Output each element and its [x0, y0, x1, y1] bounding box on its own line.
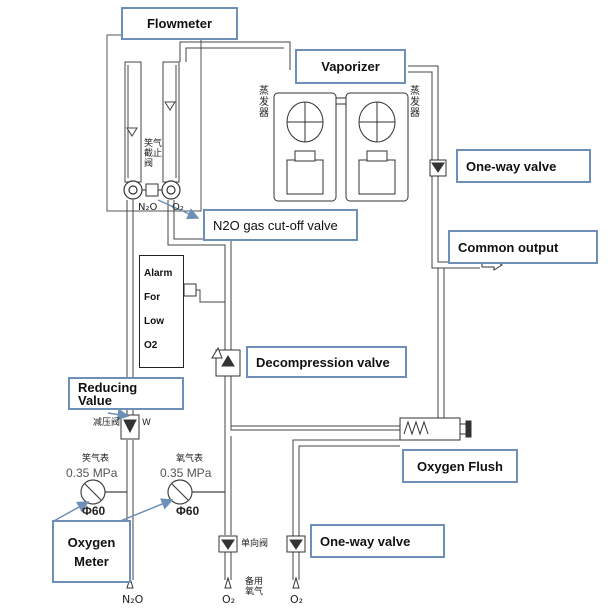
check-valve-backup-symbol: [218, 535, 238, 553]
cn-vap-l-1: 蒸: [259, 86, 269, 97]
callout-one-way-valve-top: One-way valve: [456, 149, 591, 183]
n2o-cutoff-valve-body: [145, 183, 159, 197]
alarm-line-3: Low: [144, 316, 164, 327]
diameter-right: Φ60: [176, 504, 200, 518]
cn-backup-2: 氧气: [245, 586, 264, 597]
inlet-o2-label: O₂: [290, 593, 304, 606]
oxygen-meter-line2: Meter: [74, 553, 109, 569]
reducing-valve-symbol: [120, 414, 140, 440]
callout-one-way-valve-bottom: One-way valve: [310, 524, 445, 558]
cn-vaporizer-right: 蒸 发 器: [410, 86, 420, 119]
callout-decompression-valve: Decompression valve: [246, 346, 407, 378]
cn-cutoff-3: 阀: [144, 158, 154, 169]
one-way-valve-top-symbol: [429, 159, 447, 177]
inlet-n2o-label: N₂O: [122, 593, 144, 606]
cn-backup-1: 备用: [245, 577, 264, 587]
o2-flow-tube: [162, 61, 180, 183]
callout-n2o-cutoff-valve: N2O gas cut-off valve: [203, 209, 358, 241]
n2o-flow-knob: [123, 180, 143, 200]
cn-cutoff-1: 笑气: [144, 139, 163, 149]
o2-flow-knob: [161, 180, 181, 200]
cn-vap-r-3: 器: [410, 108, 420, 119]
callout-reducing-valve: Reducing Value: [68, 377, 184, 410]
o2-pressure-gauge: [167, 479, 225, 505]
cn-check-valve: 单向阀: [241, 539, 269, 549]
vaporizer-right: [345, 92, 409, 202]
cn-vaporizer-left: 蒸 发 器: [259, 86, 269, 119]
cn-backup-o2: 备用 氧气: [245, 577, 264, 598]
check-valve-o2-symbol: [286, 535, 306, 553]
alarm-line-1: Alarm: [144, 268, 173, 279]
cn-reducing-valve: 减压阀: [93, 418, 121, 428]
pressure-right: 0.35 MPa: [160, 466, 212, 480]
n2o-flow-tube: [124, 61, 142, 183]
cn-vap-r-2: 发: [410, 97, 420, 108]
callout-oxygen-flush: Oxygen Flush: [402, 449, 518, 483]
cn-vap-l-2: 发: [259, 97, 269, 108]
w-mark: W: [142, 418, 151, 428]
oxygen-meter-line1: Oxygen: [67, 534, 116, 550]
callout-oxygen-meter: Oxygen Meter: [52, 520, 131, 583]
pressure-left: 0.35 MPa: [66, 466, 118, 480]
decompression-valve-symbol: [211, 346, 241, 377]
oxygen-flush-symbol: [399, 417, 472, 441]
n2o-pressure-gauge: [80, 479, 127, 505]
alarm-line-4: O2: [144, 340, 158, 351]
alarm-sensor: [183, 283, 197, 297]
cn-vap-l-3: 器: [259, 108, 269, 119]
cn-n2o-gauge: 笑气表: [82, 454, 110, 464]
cn-o2-gauge: 氧气表: [176, 454, 204, 464]
cn-n2o-cutoff-valve: 笑气 截止 阀: [144, 139, 163, 170]
inlet-arrows: [126, 576, 300, 589]
callout-common-output: Common output: [448, 230, 598, 264]
callout-vaporizer: Vaporizer: [295, 49, 406, 84]
alarm-low-o2-box: Alarm For Low O2: [139, 255, 184, 368]
inlet-o2-backup-label: O₂: [222, 593, 236, 606]
callout-arrows: [51, 199, 200, 523]
callout-flowmeter: Flowmeter: [121, 7, 238, 40]
vaporizer-left: [273, 92, 337, 202]
cn-vap-r-1: 蒸: [410, 86, 420, 97]
diameter-left: Φ60: [82, 504, 106, 518]
cn-cutoff-2: 截止: [144, 148, 163, 159]
o2-flowmeter-label: O₂: [172, 202, 184, 213]
alarm-line-2: For: [144, 292, 161, 303]
n2o-flowmeter-label: N₂O: [138, 202, 158, 213]
